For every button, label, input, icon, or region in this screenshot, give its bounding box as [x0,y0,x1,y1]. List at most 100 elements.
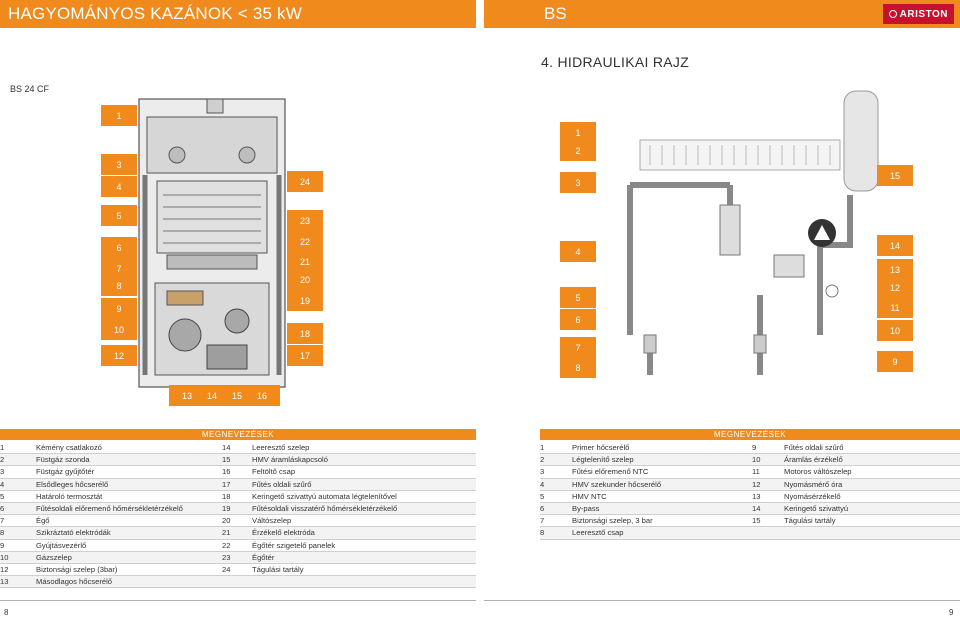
right-callout-8: 8 [560,357,596,378]
right-callout-10: 10 [877,320,913,341]
left-footer-rule [0,600,476,601]
legend-item-number: 6 [540,504,545,514]
legend-item-label: Gyújtásvezérlő [36,540,87,550]
legend-item-label: HMV áramláskapcsoló [252,455,328,465]
legend-item-number: 10 [0,552,9,562]
legend-item-number: 9 [752,443,757,453]
legend-item-number: 14 [752,504,761,514]
legend-item-label: Füstgáz szonda [36,455,90,465]
legend-item-label: Biztonsági szelep, 3 bar [572,516,653,526]
legend-row: 13 Másodlagos hőcserélő [0,576,476,589]
legend-item-label: Tágulási tartály [252,565,304,575]
legend-item-number: 15 [752,516,761,526]
legend-item-number: 21 [222,528,231,538]
left-callout-10: 10 [101,319,137,340]
legend-item-number: 2 [540,455,545,465]
legend-item-number: 3 [540,467,545,477]
model-label: BS 24 CF [10,84,50,94]
left-callout-24: 24 [287,171,323,192]
legend-item-label: Fűtés oldali szűrő [252,479,312,489]
legend-item-label: Érzékelő elektróda [252,528,315,538]
legend-item-number: 22 [222,540,231,550]
legend-item-number: 7 [540,516,545,526]
legend-item-number: 2 [0,455,5,465]
legend-item-number: 13 [752,491,761,501]
legend-item-label: Keringető szivattyú [784,504,849,514]
left-header-title: HAGYOMÁNYOS KAZÁNOK < 35 kW [8,4,302,23]
legend-item-label: Feltöltő csap [252,467,296,477]
right-callout-5: 5 [560,287,596,308]
legend-item-label: Leeresztő csap [572,528,624,538]
legend-item-number: 8 [540,528,545,538]
legend-item-label: Másodlagos hőcserélő [36,577,112,587]
section-title: 4. HIDRAULIKAI RAJZ [541,54,690,70]
legend-item-label: Biztonsági szelep (3bar) [36,565,118,575]
legend-item-number: 5 [0,491,5,501]
brand-logo-text: ARISTON [899,8,948,20]
left-legend-title: MEGNEVEZÉSEK [0,429,476,440]
legend-row: 8 Leeresztő csap [540,527,960,540]
left-callout-19: 19 [287,290,323,311]
left-callout-1: 1 [101,105,137,126]
legend-item-number: 7 [0,516,5,526]
right-callout-11: 11 [877,297,913,318]
legend-item-label: Leeresztő szelep [252,443,310,453]
legend-item-label: HMV NTC [572,491,607,501]
legend-item-number: 10 [752,455,761,465]
legend-item-number: 16 [222,467,231,477]
legend-row: 6 Fűtésoldali előremenő hőmérsékletérzéke… [0,503,476,516]
right-callout-1: 1 [560,122,596,143]
legend-item-number: 6 [0,504,5,514]
legend-item-label: Nyomásmérő óra [784,479,843,489]
legend-item-label: Fűtésoldali előremenő hőmérsékletérzékel… [36,504,183,514]
left-callout-23: 23 [287,210,323,231]
legend-item-number: 1 [0,443,5,453]
legend-item-label: Motoros váltószelep [784,467,852,477]
brand-logo-mark-icon [888,10,897,18]
right-header-bar: BS ARISTON [484,0,960,28]
legend-item-number: 5 [540,491,545,501]
legend-item-number: 12 [0,565,9,575]
legend-item-label: Nyomásérzékelő [784,491,841,501]
left-callout-9: 9 [101,298,137,319]
legend-item-label: Szikráztató elektródák [36,528,111,538]
legend-item-number: 13 [0,577,9,587]
legend-item-number: 1 [540,443,545,453]
legend-item-number: 8 [0,528,5,538]
brand-logo: ARISTON [882,4,954,24]
right-callout-7: 7 [560,337,596,358]
legend-item-label: Fűtés oldali szűrő [784,443,844,453]
legend-item-label: Légtelenítő szelep [572,455,634,465]
right-page-number: 9 [949,608,954,617]
right-footer-rule [484,600,960,601]
legend-item-number: 11 [752,467,760,477]
legend-item-label: Fűtési előremenő NTC [572,467,649,477]
legend-item-label: Elsődleges hőcserélő [36,479,109,489]
legend-item-number: 14 [222,443,231,453]
legend-item-label: Égőtér [252,552,275,562]
legend-item-label: Váltószelep [252,516,292,526]
right-callout-12: 12 [877,277,913,298]
left-callout-21: 21 [287,251,323,272]
left-callout-22: 22 [287,231,323,252]
legend-item-number: 18 [222,491,231,501]
legend-item-number: 20 [222,516,231,526]
legend-item-number: 3 [0,467,5,477]
legend-item-label: Gázszelep [36,552,72,562]
legend-item-number: 4 [0,479,5,489]
legend-row: 8 Szikráztató elektródák 21 Érzékelő elektr… [0,527,476,540]
hydraulic-schematic [627,90,879,375]
left-callout-7: 7 [101,258,137,279]
